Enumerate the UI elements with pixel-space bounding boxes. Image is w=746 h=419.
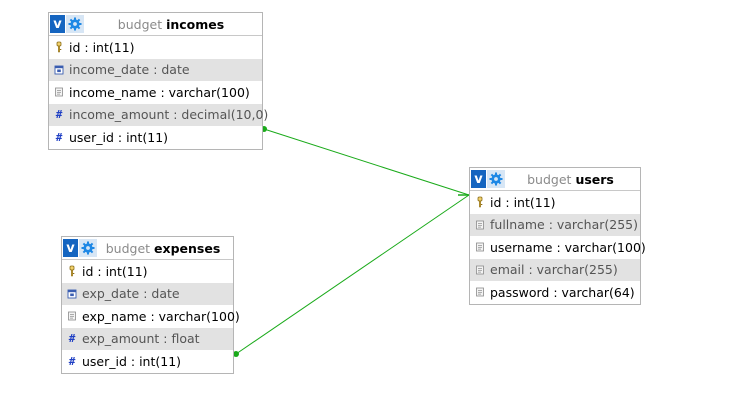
column-label: password : varchar(64) [490,284,635,300]
column-label: income_date : date [69,62,190,78]
key-icon [474,196,486,208]
column-row[interactable]: id : int(11) [470,191,640,214]
key-icon [53,41,65,53]
table-name: users [575,171,614,187]
column-label: email : varchar(255) [490,262,618,278]
column-row[interactable]: id : int(11) [62,260,233,283]
toggle-columns-button[interactable]: v [471,170,486,188]
column-label: exp_date : date [82,286,180,302]
text-icon [474,286,486,298]
number-icon: # [55,108,63,122]
column-label: exp_amount : float [82,331,200,347]
table-title: budget expenses [97,241,233,256]
column-row[interactable]: income_name : varchar(100) [49,81,262,104]
column-row[interactable]: exp_name : varchar(100) [62,305,240,328]
column-row[interactable]: fullname : varchar(255) [470,213,640,236]
column-label: user_id : int(11) [82,353,182,369]
column-label: user_id : int(11) [69,129,169,145]
column-row[interactable]: id : int(11) [49,36,262,59]
column-label: username : varchar(100) [490,239,646,255]
key-icon [66,265,78,277]
gear-icon[interactable] [487,170,505,188]
column-row[interactable]: # exp_amount : float [62,327,233,350]
column-row[interactable]: exp_date : date [62,282,233,305]
relation-line-incomes-users [263,128,470,196]
toggle-columns-button[interactable]: v [63,239,78,257]
table-title: budget incomes [84,17,262,32]
text-icon [474,241,486,253]
column-row[interactable]: email : varchar(255) [470,258,640,281]
column-list: id : int(11) exp_date : date exp_name : va… [62,260,240,373]
date-icon [66,288,78,300]
number-icon: # [68,332,76,346]
db-name: budget [527,171,572,187]
db-name: budget [117,16,163,32]
text-icon [474,219,486,231]
db-name: budget [105,240,151,256]
table-header[interactable]: v budget users [470,168,640,191]
table-title: budget users [505,172,640,187]
text-icon [53,86,65,98]
text-icon [474,264,486,276]
table-name: expenses [154,240,221,256]
table-incomes[interactable]: v budget incomes id : int(11) income_date… [48,12,268,150]
column-label: id : int(11) [490,194,556,210]
table-expenses[interactable]: v budget expenses id : int(11) exp_date :… [61,236,240,374]
column-row[interactable]: # user_id : int(11) [49,126,262,149]
column-row[interactable]: income_date : date [49,58,262,81]
column-list: id : int(11) income_date : date income_nam… [49,36,268,149]
column-label: id : int(11) [82,263,148,279]
number-icon: # [55,130,63,144]
text-icon [66,310,78,322]
table-name: incomes [166,16,225,32]
relation-line-expenses-users [235,194,470,355]
table-header[interactable]: v budget incomes [49,13,262,36]
column-label: income_amount : decimal(10,0) [69,107,269,123]
column-row[interactable]: username : varchar(100) [470,236,646,259]
column-list: id : int(11) fullname : varchar(255) usern… [470,191,646,304]
table-header[interactable]: v budget expenses [62,237,233,260]
table-users[interactable]: v budget users id : int(11) fullname : va… [469,167,646,305]
column-label: income_name : varchar(100) [69,84,250,100]
column-label: exp_name : varchar(100) [82,308,240,324]
column-label: id : int(11) [69,39,135,55]
gear-icon[interactable] [79,239,97,257]
column-row[interactable]: password : varchar(64) [470,281,640,304]
date-icon [53,64,65,76]
column-row[interactable]: # user_id : int(11) [62,350,233,373]
gear-icon[interactable] [66,15,84,33]
toggle-columns-button[interactable]: v [50,15,65,33]
number-icon: # [68,354,76,368]
column-row[interactable]: # income_amount : decimal(10,0) [49,103,268,126]
column-label: fullname : varchar(255) [490,217,639,233]
